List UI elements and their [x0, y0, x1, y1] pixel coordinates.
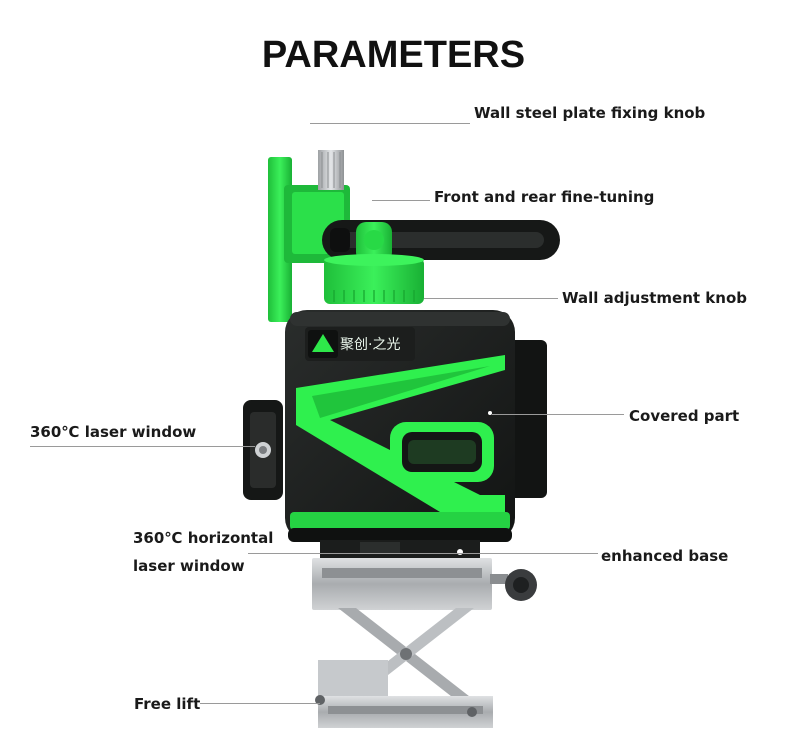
label-wall-adjustment-knob: Wall adjustment knob — [562, 289, 747, 307]
steel-plate-knob — [318, 150, 344, 190]
label-horizontal-window-line2: laser window — [133, 557, 245, 575]
label-free-lift: Free lift — [134, 695, 201, 713]
label-fine-tuning: Front and rear fine-tuning — [434, 188, 655, 206]
label-horizontal-window-line1: 360℃ horizontal — [133, 529, 274, 547]
wall-adjustment-knob — [324, 254, 424, 304]
leader-line — [424, 298, 558, 299]
leader-line — [372, 200, 430, 201]
label-wall-steel-plate-knob: Wall steel plate fixing knob — [474, 104, 706, 122]
leader-line — [30, 446, 255, 447]
leader-line — [310, 123, 470, 124]
lift-stand — [312, 558, 537, 728]
enhanced-base — [320, 540, 480, 560]
label-360-laser-window: 360℃ laser window — [30, 423, 197, 441]
leader-line — [492, 414, 624, 415]
leader-line — [200, 703, 320, 704]
page-title: PARAMETERS — [261, 34, 526, 76]
label-enhanced-base: enhanced base — [601, 547, 729, 565]
leader-line — [248, 553, 598, 554]
laser-body — [243, 310, 547, 542]
brand-logo-text: 聚创·之光 — [340, 337, 401, 353]
fine-tuning-knob — [356, 222, 392, 262]
label-covered-part: Covered part — [629, 407, 740, 425]
